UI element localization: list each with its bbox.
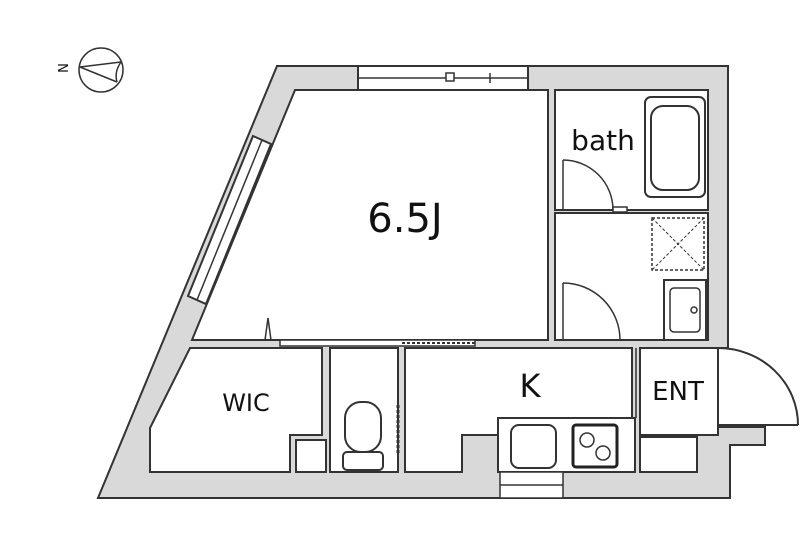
north-compass-icon: N <box>57 47 124 93</box>
washroom-door[interactable] <box>562 282 621 341</box>
living-room-label: 6.5J <box>367 196 442 242</box>
shoe-storage <box>639 436 698 473</box>
bath-label: bath <box>571 124 635 157</box>
living-room <box>190 89 549 341</box>
toilet-icon <box>342 401 400 471</box>
bath-door[interactable] <box>562 159 628 213</box>
compass-north-label: N <box>57 63 72 73</box>
toilet-alcove <box>295 439 327 473</box>
bathtub-icon <box>644 96 706 198</box>
entrance-door[interactable] <box>717 347 799 426</box>
toilet-room <box>329 347 399 473</box>
sliding-door[interactable] <box>279 339 476 347</box>
washroom <box>554 212 709 341</box>
walk-in-closet <box>149 347 323 473</box>
washing-machine-space <box>651 217 705 271</box>
entrance <box>639 347 719 436</box>
kitchen-counter <box>497 417 636 499</box>
washbasin-icon <box>663 279 707 341</box>
wic-label: WIC <box>222 389 270 417</box>
entrance-label: ENT <box>652 377 704 407</box>
top-window <box>357 65 529 91</box>
sink-icon <box>510 424 557 469</box>
stove-icon <box>571 423 619 469</box>
kitchen-label: K <box>520 367 542 405</box>
